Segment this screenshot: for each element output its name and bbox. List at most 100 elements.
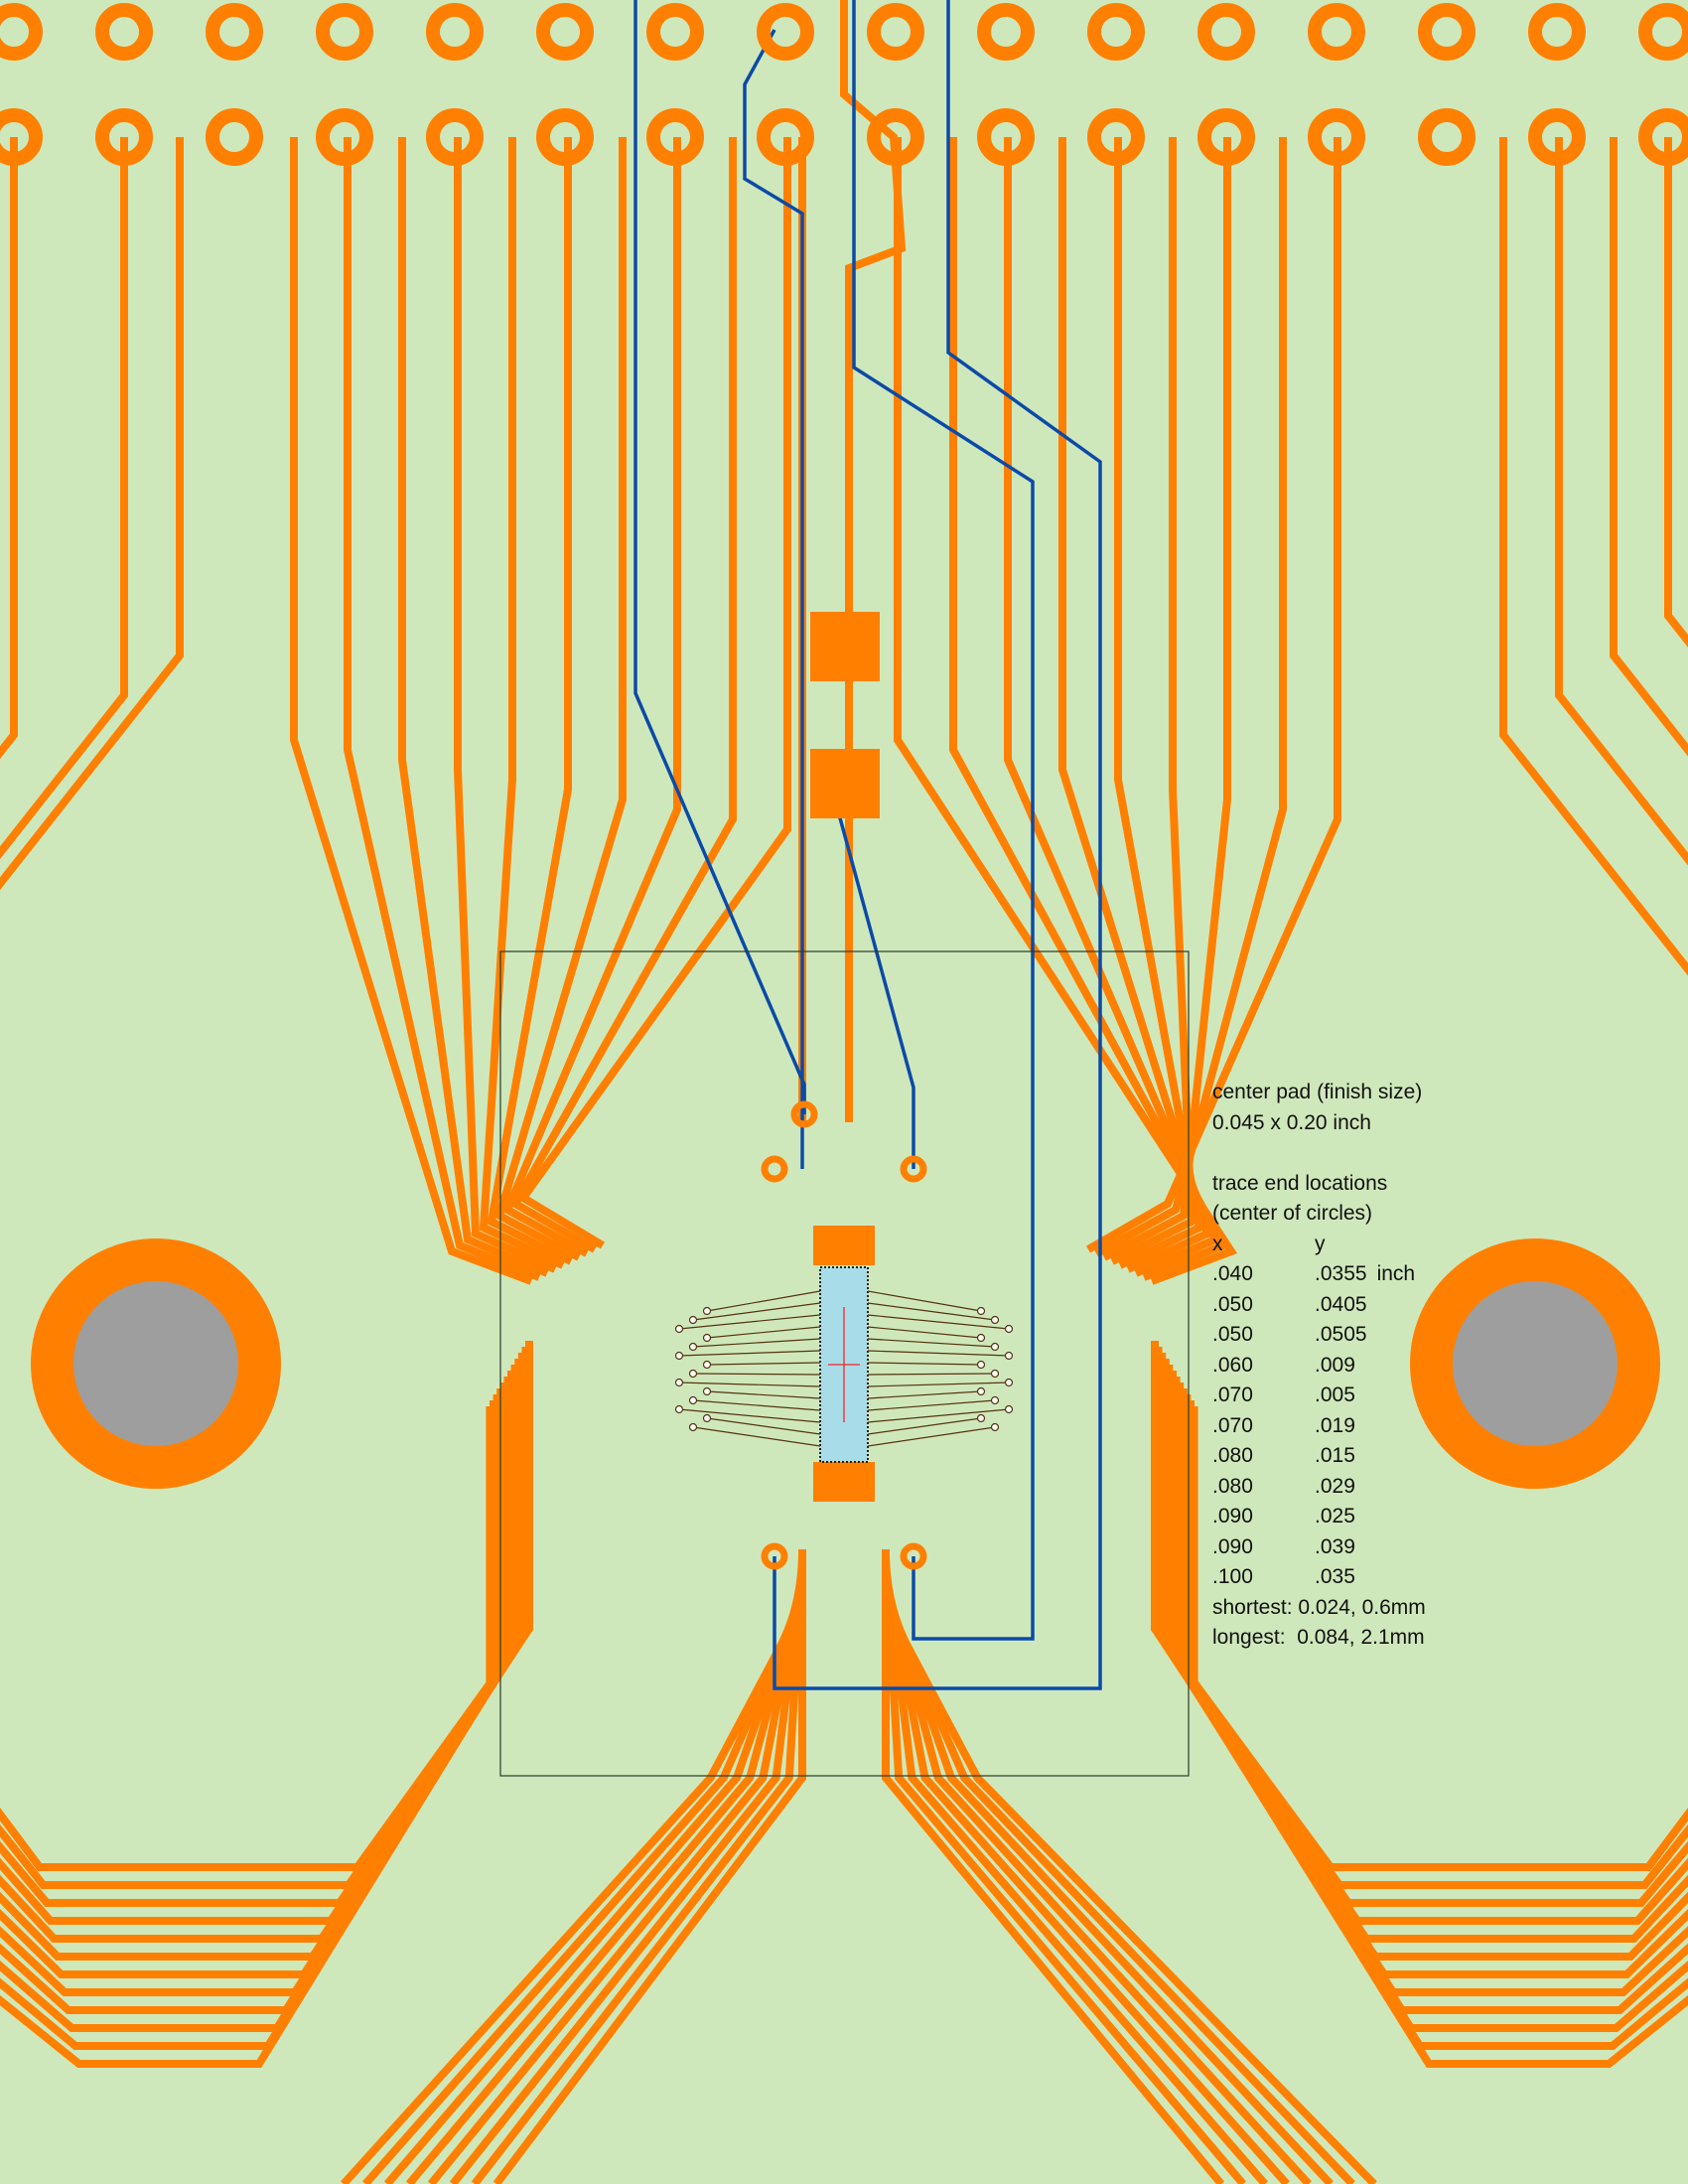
- fine-trace: [867, 1390, 982, 1399]
- via-trace: [773, 0, 1102, 1690]
- trace-end: [990, 1395, 1000, 1405]
- trace-end: [976, 1306, 986, 1316]
- fine-trace: [867, 1362, 982, 1366]
- coord-row: .060 .009: [1212, 1351, 1426, 1382]
- fine-trace: [692, 1302, 821, 1321]
- coord-x: .050: [1212, 1292, 1253, 1316]
- copper-trace: [0, 1394, 501, 2032]
- coord-row: .040 .0355 inch: [1212, 1259, 1426, 1290]
- fine-trace: [706, 1290, 821, 1312]
- trace-end: [990, 1342, 1000, 1352]
- mounting-hole: [1453, 1281, 1618, 1446]
- trace-end: [674, 1324, 684, 1334]
- copper-trace: [0, 137, 184, 891]
- trace-end: [688, 1315, 698, 1325]
- coord-row: .100 .035: [1212, 1562, 1426, 1593]
- header-pin: [316, 108, 373, 166]
- fine-trace: [706, 1326, 821, 1339]
- pad-title: center pad (finish size): [1212, 1081, 1423, 1103]
- longest-trace: longest: 0.084, 2.1mm: [1212, 1626, 1425, 1649]
- coord-x: .040: [1212, 1262, 1253, 1285]
- header-pin: [867, 108, 924, 166]
- copper-trace: [1110, 137, 1196, 1265]
- header-pin: [536, 3, 594, 61]
- trace-end: [1004, 1351, 1014, 1361]
- column-headers: x y: [1212, 1230, 1426, 1260]
- fine-trace: [706, 1417, 821, 1435]
- copper-trace: [1555, 137, 1688, 866]
- header-pin: [867, 3, 924, 61]
- header-pin: [1087, 108, 1145, 166]
- copper-trace: [517, 137, 791, 1249]
- pad-size: 0.045 x 0.20 inch: [1212, 1110, 1371, 1134]
- fine-trace: [867, 1314, 1010, 1330]
- coord-x: .070: [1212, 1413, 1253, 1437]
- fine-trace: [867, 1338, 996, 1348]
- copper-trace: [894, 137, 1238, 1285]
- fine-trace: [706, 1362, 821, 1366]
- header-pins: [0, 3, 1688, 166]
- fine-trace: [678, 1350, 821, 1357]
- trace-end: [1004, 1404, 1014, 1414]
- copper-trace: [398, 137, 549, 1277]
- copper-trace: [1610, 137, 1688, 757]
- copper-trace: [1102, 137, 1231, 1261]
- copper-trace: [290, 137, 533, 1285]
- fine-trace: [867, 1373, 996, 1376]
- trace-end: [990, 1369, 1000, 1379]
- fine-trace: [867, 1426, 996, 1447]
- trace-subtitle: (center of circles): [1212, 1202, 1373, 1225]
- fine-trace: [692, 1399, 821, 1411]
- coord-y: .029: [1315, 1474, 1355, 1498]
- copper-trace: [1499, 137, 1688, 976]
- copper-trace: [1114, 137, 1204, 1269]
- spacer: [1212, 1138, 1426, 1169]
- header-pin: [1638, 108, 1688, 166]
- fine-trace: [692, 1338, 821, 1348]
- mounting-hole: [73, 1281, 238, 1446]
- header-pin: [1638, 3, 1688, 61]
- trace-end: [976, 1413, 986, 1423]
- fine-trace: [678, 1382, 821, 1387]
- fine-trace: [706, 1390, 821, 1399]
- coord-row: .070 .019: [1212, 1411, 1426, 1442]
- header-pin: [1087, 3, 1145, 61]
- component-outline: [499, 950, 1190, 1777]
- copper-trace: [949, 137, 1229, 1281]
- trace-end: [990, 1422, 1000, 1432]
- shortest-trace: shortest: 0.024, 0.6mm: [1212, 1595, 1426, 1619]
- header-pin: [977, 3, 1035, 61]
- copper-trace: [840, 0, 907, 1122]
- trace-end: [702, 1386, 712, 1396]
- copper-trace: [1086, 137, 1341, 1253]
- via: [900, 1155, 927, 1183]
- fine-trace: [867, 1290, 982, 1312]
- header-pin: [536, 108, 594, 166]
- coord-row: .050 .0505: [1212, 1320, 1426, 1351]
- trace-end: [976, 1360, 986, 1370]
- copper-trace: [494, 137, 627, 1261]
- trace-end: [674, 1378, 684, 1387]
- smd-pad: [810, 612, 880, 681]
- coord-y: .0505: [1315, 1323, 1367, 1346]
- trace-end: [976, 1333, 986, 1343]
- copper-trace: [479, 137, 565, 1269]
- header-pin: [1418, 3, 1476, 61]
- coord-row: .090 .039: [1212, 1532, 1426, 1563]
- header-pin: [757, 3, 814, 61]
- header-pin: [757, 108, 814, 166]
- header-pin: [977, 108, 1035, 166]
- copper-trace: [509, 137, 737, 1253]
- trace-end: [1004, 1324, 1014, 1334]
- via-traces: [633, 0, 1102, 1690]
- coord-row: .070 .005: [1212, 1381, 1426, 1411]
- trace-end: [702, 1413, 712, 1423]
- fine-trace: [867, 1417, 982, 1435]
- fine-trace: [867, 1399, 996, 1411]
- via-trace: [743, 29, 804, 1169]
- fine-trace: [692, 1373, 821, 1376]
- via-trace: [852, 0, 1035, 1641]
- trace-end: [702, 1333, 712, 1343]
- fine-trace: [678, 1408, 821, 1423]
